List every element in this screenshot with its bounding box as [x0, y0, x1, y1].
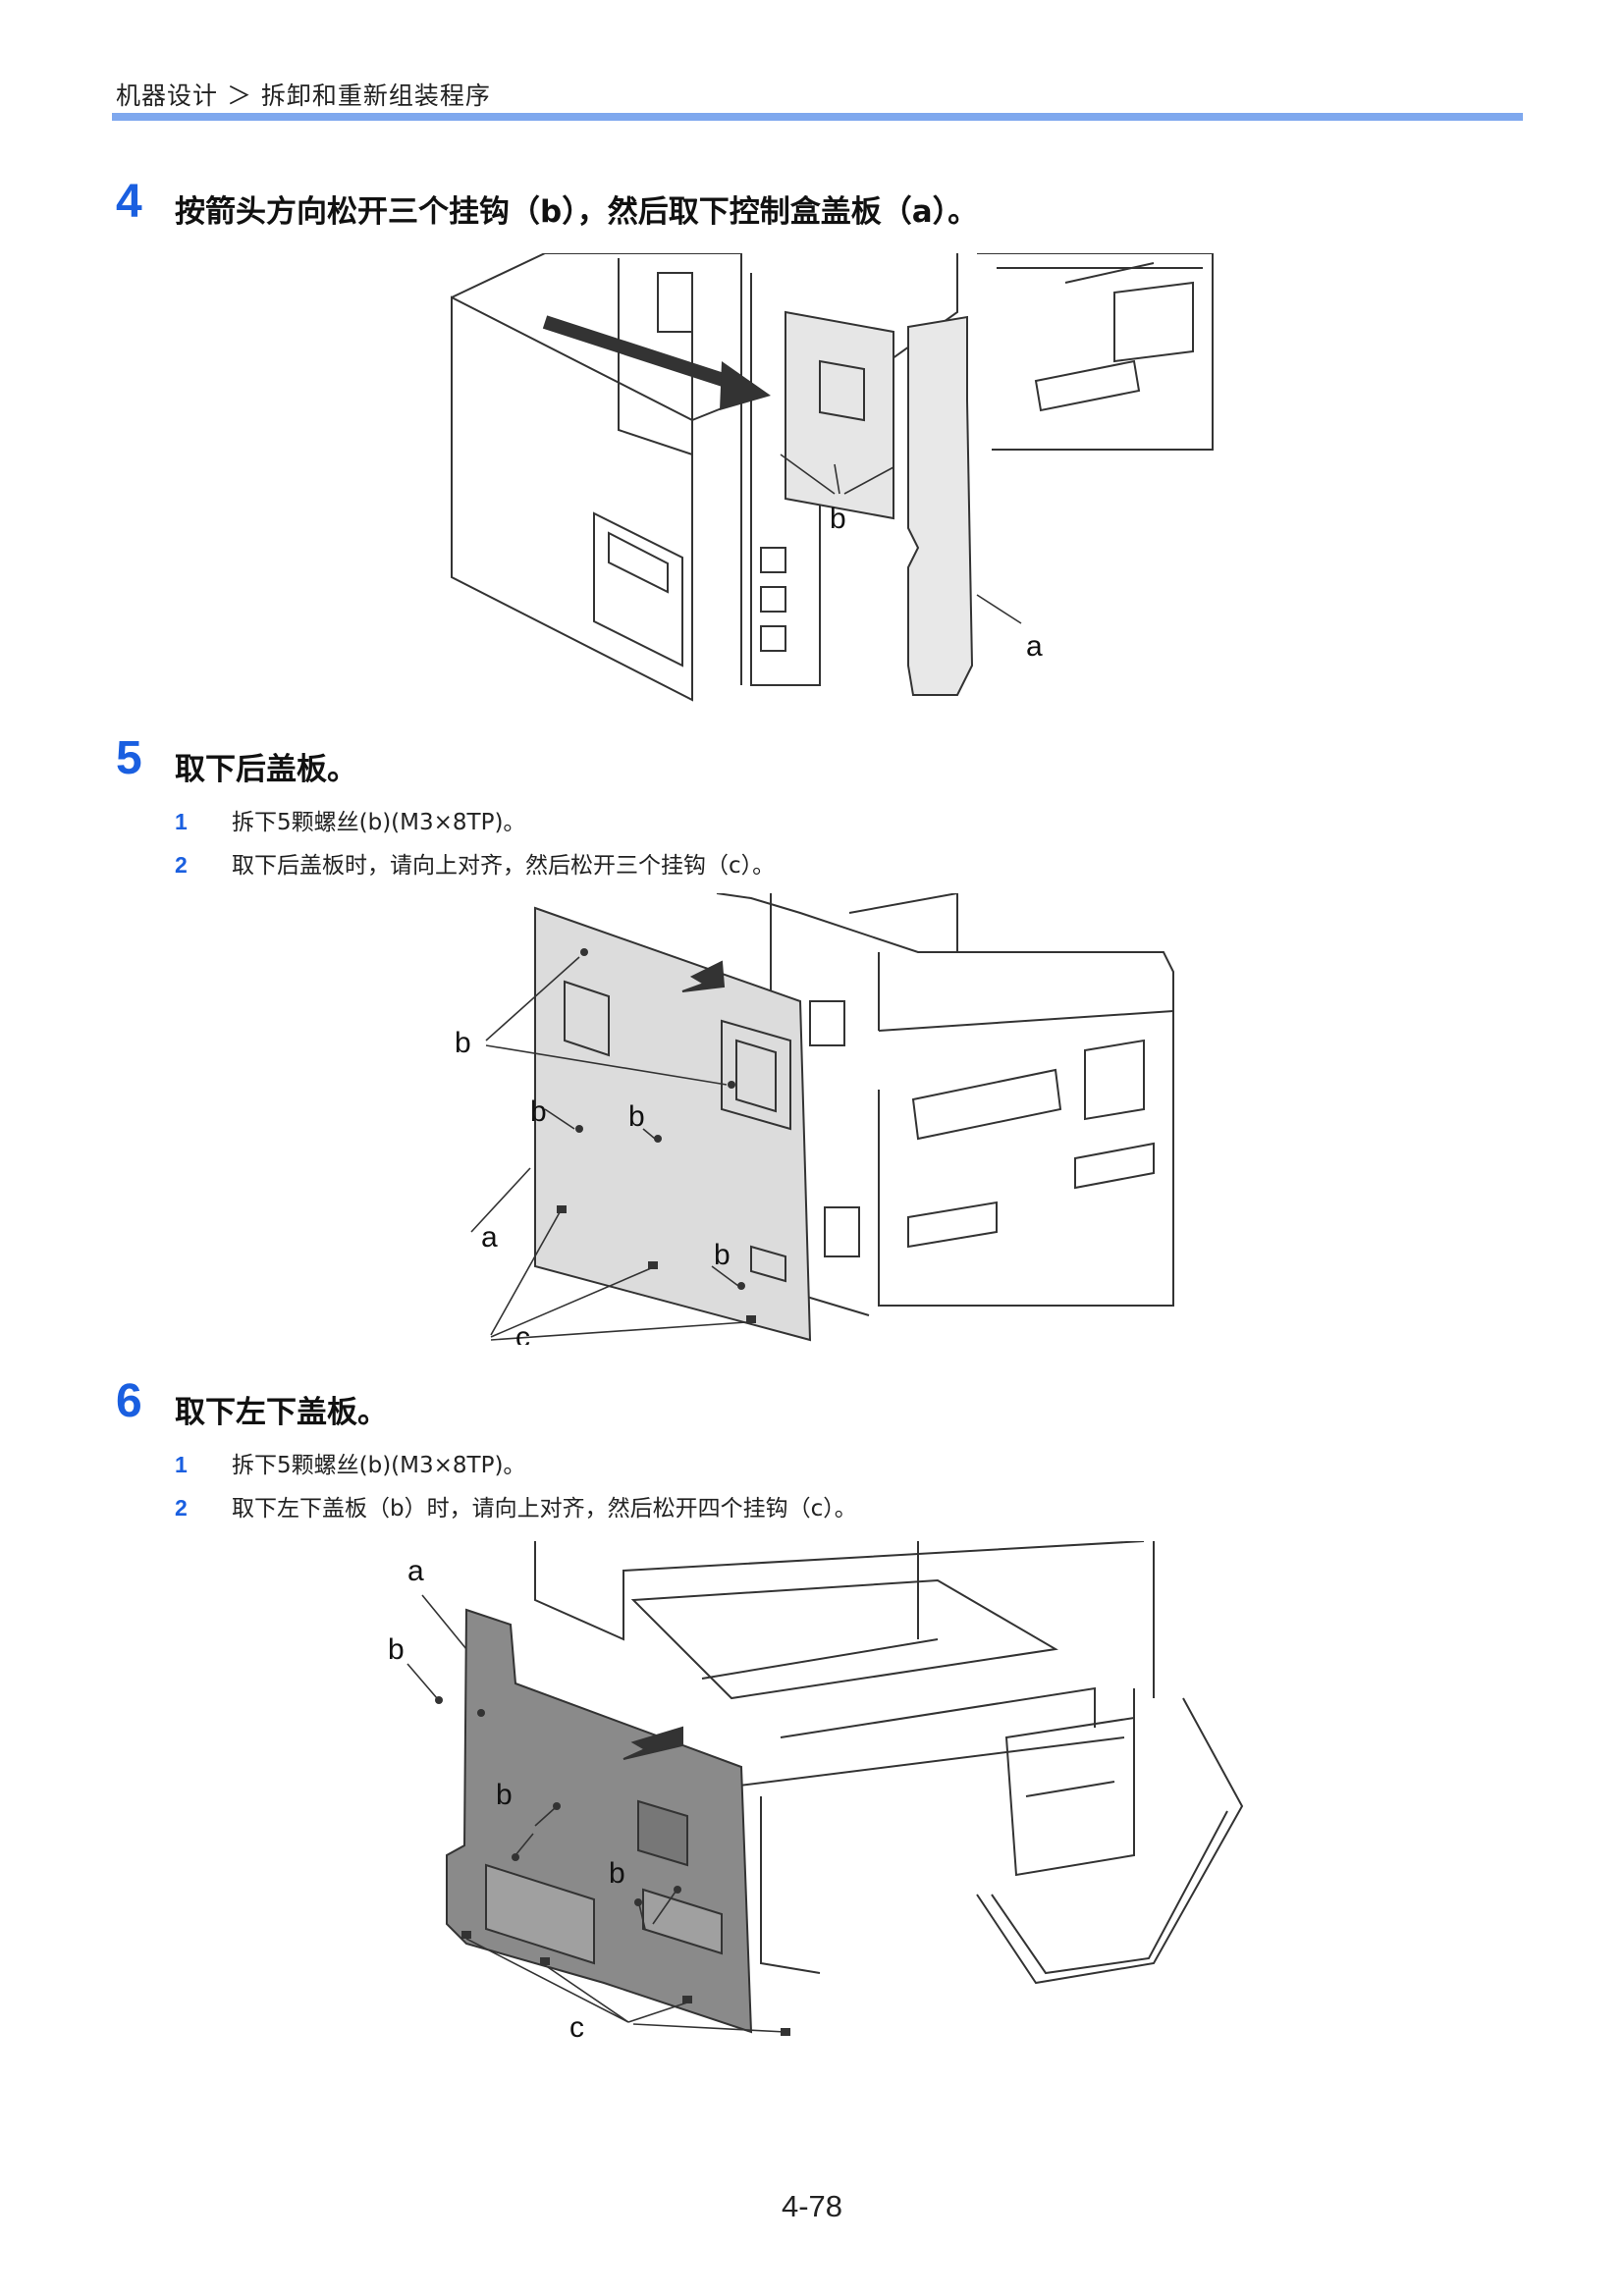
label-b-1: b [388, 1633, 405, 1666]
step-4-title: 按箭头方向松开三个挂钩（b），然后取下控制盒盖板（a）。 [175, 194, 979, 230]
label-b-3: b [609, 1857, 625, 1890]
label-c: c [569, 2011, 584, 2042]
label-b-1: b [455, 1027, 471, 1059]
label-b-2: b [496, 1779, 513, 1811]
label-b-2: b [530, 1095, 547, 1128]
step-5-number: 5 [116, 732, 142, 784]
step-4-number: 4 [116, 176, 142, 228]
label-b: b [830, 503, 846, 535]
label-c: c [515, 1321, 530, 1345]
figure-rear-cover: b b b b a c [447, 893, 1193, 1345]
label-b-3: b [628, 1100, 645, 1133]
breadcrumb: 机器设计 ＞ 拆卸和重新组装程序 [116, 81, 491, 110]
step-6-title: 取下左下盖板。 [175, 1395, 388, 1430]
figure-control-box-cover: b a [447, 253, 1222, 705]
header-rule [112, 113, 1523, 121]
figure-left-lower-cover: a b b b c [388, 1541, 1262, 2042]
label-b-4: b [714, 1239, 731, 1271]
label-a: a [481, 1221, 498, 1254]
label-a: a [407, 1555, 424, 1587]
label-a: a [1026, 630, 1043, 663]
step-6-number: 6 [116, 1375, 142, 1427]
step-5-title: 取下后盖板。 [175, 752, 357, 787]
page-number: 4-78 [781, 2189, 843, 2223]
